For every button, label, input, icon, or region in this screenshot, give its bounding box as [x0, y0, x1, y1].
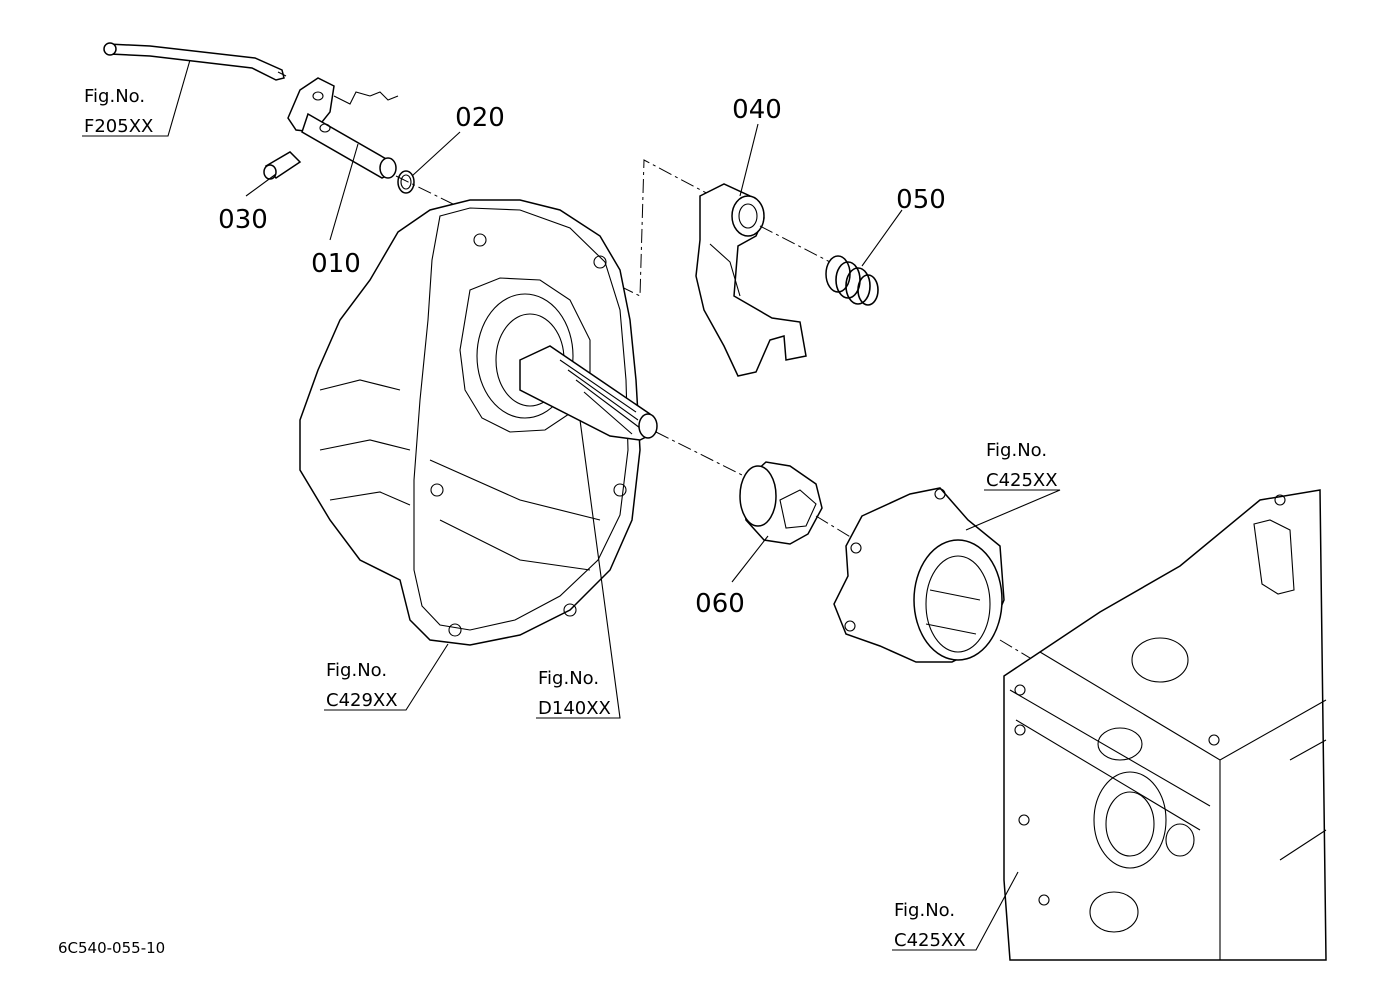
drawing-code: 6C540-055-10 — [58, 939, 165, 957]
figref-c429[interactable]: Fig.No. C429XX — [326, 660, 398, 711]
figref-f205-label: Fig.No. — [84, 86, 145, 107]
transmission-housing-drawing — [1003, 489, 1327, 961]
oring-020-drawing — [397, 170, 415, 194]
coupling-060-drawing — [739, 461, 823, 545]
figref-c425-top-label: Fig.No. — [986, 440, 1047, 461]
figref-f205-code: F205XX — [84, 116, 153, 137]
figref-d140[interactable]: Fig.No. D140XX — [538, 668, 611, 719]
figref-c429-label: Fig.No. — [326, 660, 387, 681]
pin-030-drawing — [263, 151, 302, 180]
shift-fork-040-drawing — [695, 183, 807, 377]
part-label-060: 060 — [695, 589, 745, 619]
figref-f205[interactable]: Fig.No. F205XX — [84, 86, 153, 137]
spring-050-drawing — [825, 255, 879, 306]
figref-c425-bottom-code: C425XX — [894, 930, 966, 951]
lever-rod-drawing — [103, 42, 287, 81]
part-label-040: 040 — [732, 95, 782, 125]
figref-c425-bottom-label: Fig.No. — [894, 900, 955, 921]
leader-lines — [82, 59, 1061, 951]
figref-c425-top[interactable]: Fig.No. C425XX — [986, 440, 1058, 491]
bearing-housing-drawing — [833, 487, 1005, 663]
shaft-010-drawing — [287, 77, 399, 179]
part-label-010: 010 — [311, 249, 361, 279]
figref-d140-code: D140XX — [538, 698, 611, 719]
part-label-030: 030 — [218, 205, 268, 235]
figref-c425-top-code: C425XX — [986, 470, 1058, 491]
figref-d140-label: Fig.No. — [538, 668, 599, 689]
transmission-case-drawing — [299, 199, 641, 646]
figref-c425-bottom[interactable]: Fig.No. C425XX — [894, 900, 966, 951]
part-label-020: 020 — [455, 103, 505, 133]
figref-c429-code: C429XX — [326, 690, 398, 711]
part-label-050: 050 — [896, 185, 946, 215]
splined-shaft-drawing — [519, 345, 658, 441]
